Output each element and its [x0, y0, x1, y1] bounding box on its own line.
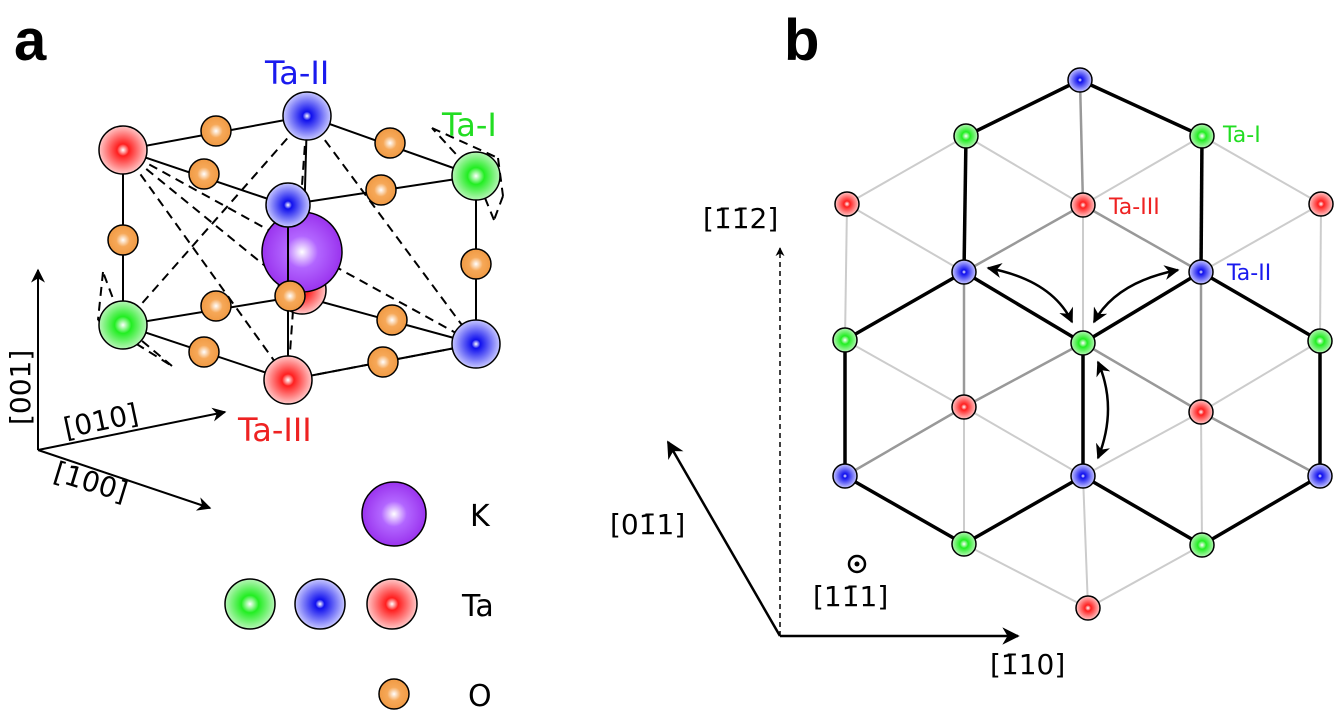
honeycomb-bold-lines [843, 78, 1322, 547]
legend-k-label: K [470, 499, 491, 534]
legend-o-swatch [378, 678, 410, 710]
ta-iii-atom [98, 125, 148, 175]
lattice-atoms [832, 67, 1334, 621]
axis-010-label: [010] [61, 397, 142, 445]
crystal-axes-a [31, 268, 227, 511]
axis-horizontal-label: [1̄10] [990, 648, 1065, 681]
axis-100-label: [100] [50, 455, 132, 509]
ta-ii-atom [451, 319, 501, 369]
ta-i-atom [98, 300, 148, 350]
axis-001-label: [001] [4, 350, 37, 425]
legend-ta-i-swatch [224, 578, 276, 630]
ta-i-atom [451, 151, 501, 201]
axis-normal-label: [11̄1] [813, 580, 888, 613]
legend-o-label: O [468, 679, 492, 714]
legend-ta-iii-swatch [366, 578, 418, 630]
ta-ii-label: Ta-II [264, 54, 329, 92]
panel-a-letter: a [14, 8, 47, 73]
legend-k-swatch [361, 481, 427, 547]
ta-i-label: Ta-I [441, 106, 497, 144]
crystal-axes-b [666, 247, 1020, 645]
legend: K Ta O [224, 481, 494, 714]
ta-i-label-b: Ta-I [1222, 123, 1261, 148]
ta-iii-label: Ta-III [237, 411, 312, 449]
out-of-plane-icon [847, 554, 867, 574]
panel-b-letter: b [784, 8, 819, 73]
oxygen-atoms [107, 115, 492, 378]
ta-ii-label-b: Ta-II [1226, 261, 1271, 286]
ta-ii-atom [282, 91, 332, 141]
lattice-medium-lines [844, 79, 1321, 478]
k-atom [261, 211, 343, 293]
axis-diagonal-label: [01̄1] [610, 508, 685, 541]
legend-ta-ii-swatch [294, 578, 346, 630]
ta-ii-atom [265, 182, 311, 228]
axis-vertical-label: [1̄1̄2] [703, 202, 778, 235]
panel-b: b [610, 8, 1334, 681]
ta-iii-label-b: Ta-III [1108, 195, 1160, 220]
panel-a: a [4, 8, 504, 714]
ta-iii-atom [263, 355, 313, 405]
legend-ta-label: Ta [461, 589, 494, 624]
exchange-arrows [986, 263, 1180, 460]
